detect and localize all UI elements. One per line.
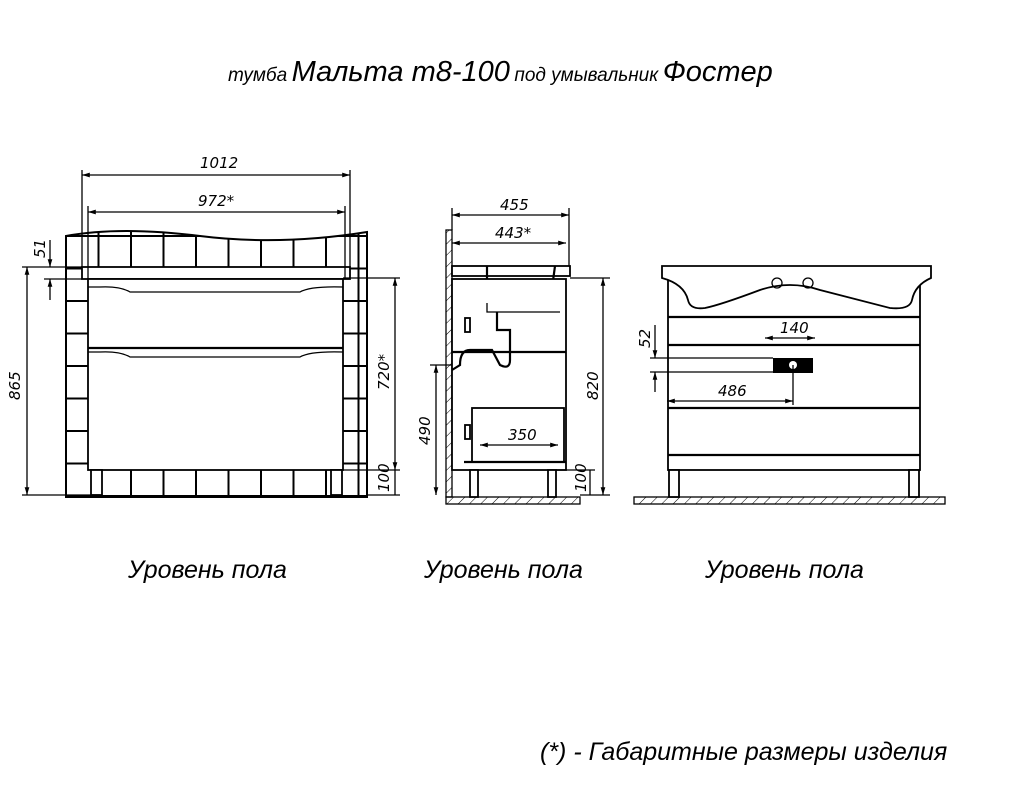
front-view: 1012 972* 51 865 720* 100 [6, 154, 400, 498]
basin [661, 265, 932, 310]
title-basin: Фостер [662, 56, 773, 88]
dim-140: 140 [780, 319, 809, 337]
dim-486: 486 [718, 382, 747, 400]
floor [445, 496, 581, 505]
dim-820: 820 [584, 371, 602, 400]
title-middle: под умывальник [514, 65, 659, 86]
dim-972: 972* [198, 192, 235, 210]
dim-100: 100 [375, 463, 393, 492]
dim-443: 443* [495, 224, 532, 242]
floor-level-label-back: Уровень пола [705, 556, 864, 584]
floor-level-label-side: Уровень пола [424, 556, 583, 584]
drawer [471, 407, 565, 463]
floor-level-label-front: Уровень пола [128, 556, 287, 584]
dim-350: 350 [508, 426, 537, 444]
dim-52: 52 [636, 329, 654, 348]
dim-490: 490 [416, 416, 434, 445]
leg [330, 469, 343, 496]
leg [90, 469, 103, 496]
title-model: Мальта т8-100 [291, 56, 510, 88]
back-view: 140 52 486 [633, 265, 946, 505]
drawing-title: тумба Мальта т8-100 под умывальник Фосте… [228, 56, 773, 89]
cabinet-back [667, 279, 921, 471]
dim-865: 865 [6, 371, 24, 400]
footnote: (*) - Габаритные размеры изделия [540, 738, 948, 766]
dim-100-side: 100 [572, 463, 590, 492]
dim-720: 720* [375, 353, 393, 390]
countertop [81, 266, 351, 280]
title-prefix: тумба [228, 65, 288, 86]
dim-51: 51 [31, 239, 49, 258]
dim-455: 455 [500, 196, 529, 214]
dim-1012: 1012 [200, 154, 238, 172]
side-view: 455 443* 820 100 490 350 [416, 196, 610, 505]
floor [633, 496, 946, 505]
siphon [451, 312, 512, 371]
cabinet-body [87, 278, 344, 471]
